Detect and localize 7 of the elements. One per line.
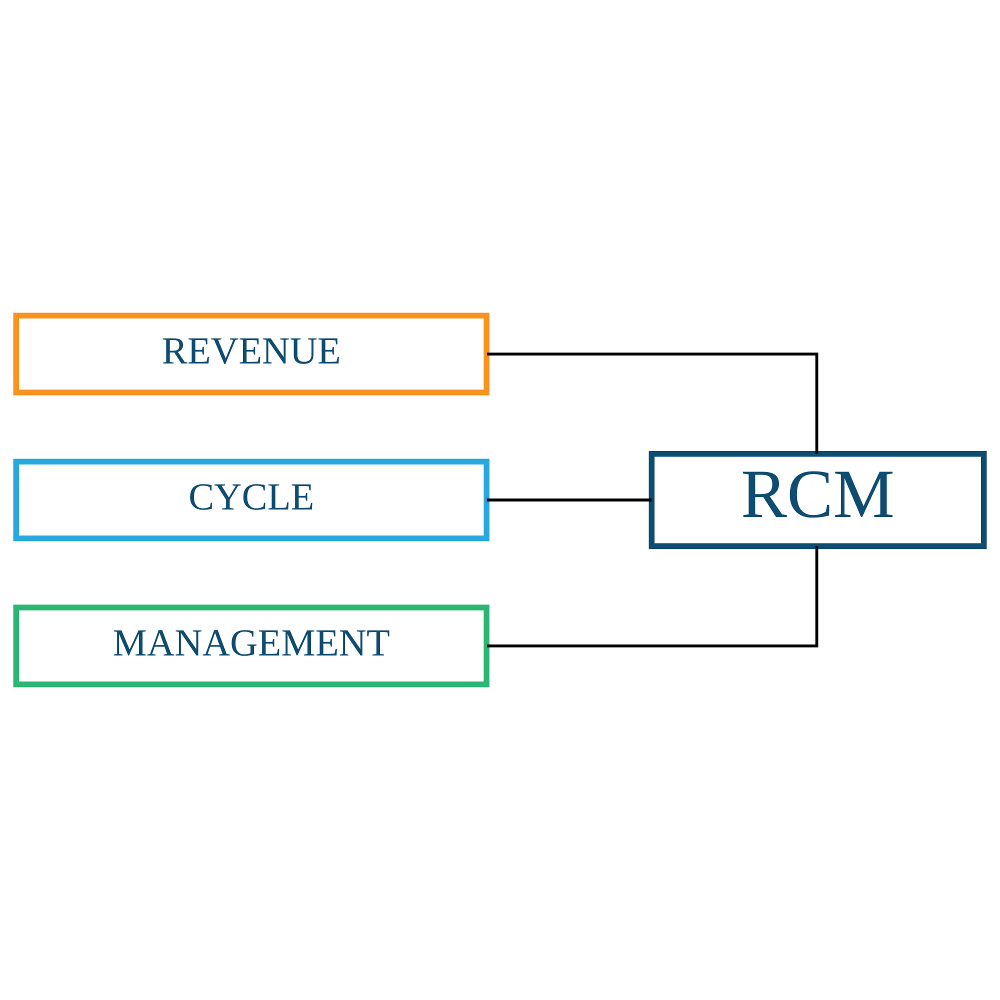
node-box: CYCLE: [13, 458, 490, 542]
node-box: REVENUE: [13, 312, 490, 396]
node-box: RCM: [648, 451, 987, 549]
connector: [486, 498, 652, 502]
connector: [487, 546, 818, 648]
node-box: MANAGEMENT: [13, 604, 490, 688]
connector: [487, 352, 818, 454]
